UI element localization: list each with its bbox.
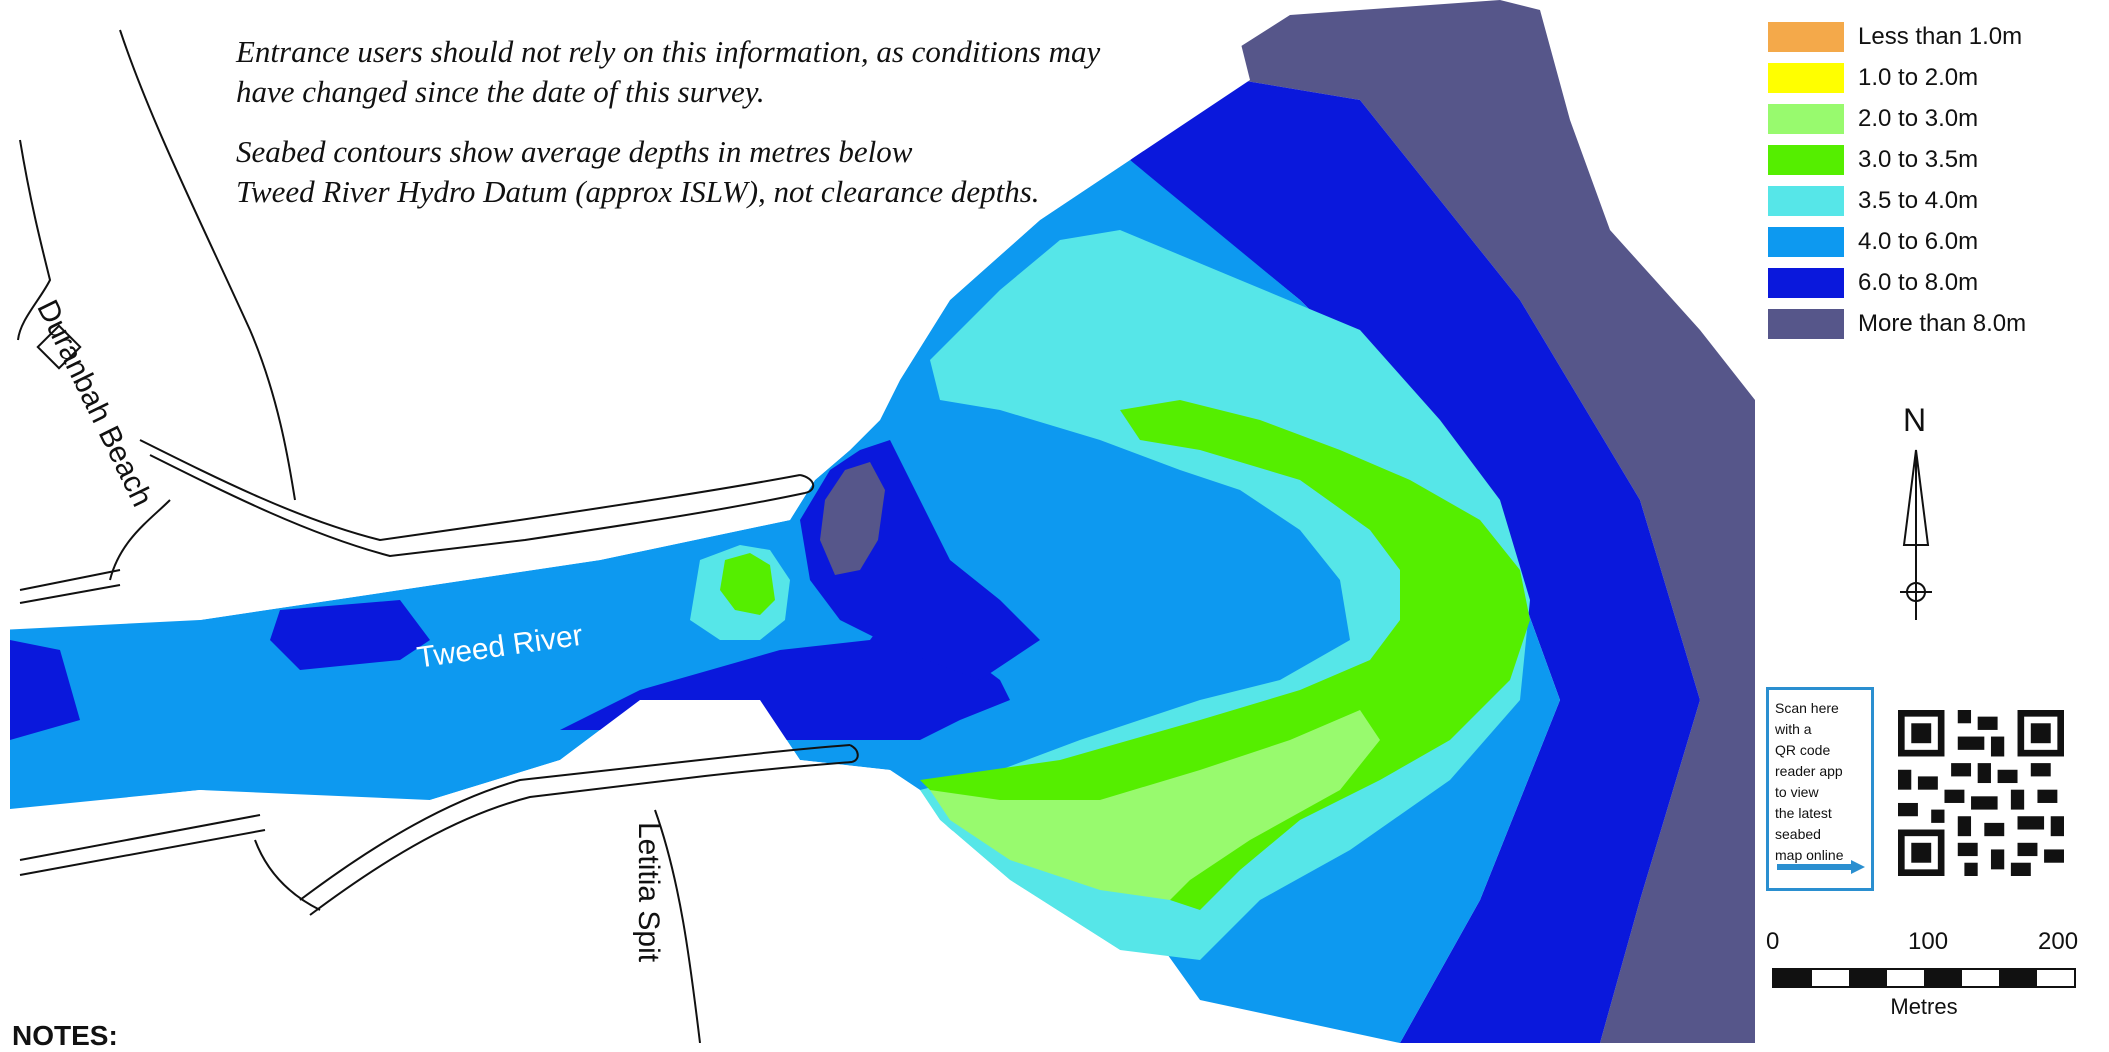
south-shore-land — [0, 700, 1200, 1043]
shoreline — [17, 29, 701, 1043]
depth-band-6-to-8m-river-west — [10, 640, 80, 740]
survey-disclaimer-line-2: have changed since the date of this surv… — [236, 74, 765, 109]
depth-band-3-to-3-5m — [920, 400, 1530, 910]
qr-instructions-line: with a — [1775, 721, 1812, 737]
scale-bar-segments — [1772, 968, 2076, 988]
arrow-right-icon — [1777, 860, 1865, 874]
legend-label: 2.0 to 3.0m — [1858, 104, 1979, 132]
legend-label: More than 8.0m — [1858, 309, 2027, 337]
legend-row: 4.0 to 6.0m — [1768, 221, 2026, 262]
legend-swatch — [1768, 185, 1844, 216]
legend-label: Less than 1.0m — [1858, 22, 2023, 50]
legend-swatch — [1768, 308, 1844, 339]
legend-swatch — [1768, 267, 1844, 298]
legend-row: 2.0 to 3.0m — [1768, 98, 2026, 139]
legend-swatch — [1768, 62, 1844, 93]
legend-row: 3.5 to 4.0m — [1768, 180, 2026, 221]
qr-instructions-line: seabed — [1775, 826, 1821, 842]
depth-band-more-than-8m — [1235, 0, 1755, 1043]
depth-band-2-to-3m — [930, 710, 1380, 900]
datum-note-line-1: Seabed contours show average depths in m… — [236, 134, 913, 169]
depth-band-more-than-8m-inlet — [820, 462, 885, 575]
depth-band-6-to-8m — [1130, 80, 1700, 1043]
depth-legend: Less than 1.0m 1.0 to 2.0m 2.0 to 3.0m 3… — [1768, 16, 2026, 344]
south-breakwater — [19, 744, 859, 916]
scale-units: Metres — [1890, 994, 1958, 1019]
qr-code-icon[interactable] — [1898, 710, 2064, 876]
legend-label: 3.5 to 4.0m — [1858, 186, 1979, 214]
notes-heading: NOTES: — [12, 1020, 118, 1051]
legend-row: More than 8.0m — [1768, 303, 2026, 344]
legend-label: 1.0 to 2.0m — [1858, 63, 1979, 91]
hatched-building — [36, 324, 82, 370]
legend-label: 4.0 to 6.0m — [1858, 227, 1979, 255]
depth-band-3-to-3-5m-inlet — [720, 553, 775, 615]
legend-label: 3.0 to 3.5m — [1858, 145, 1979, 173]
north-breakwater — [19, 439, 815, 604]
qr-instructions-line: map online — [1775, 847, 1844, 863]
place-label-letitia-spit: Letitia Spit — [632, 822, 665, 963]
legend-swatch — [1768, 103, 1844, 134]
legend-label: 6.0 to 8.0m — [1858, 268, 1979, 296]
north-arrow — [1900, 449, 1932, 620]
legend-row: 3.0 to 3.5m — [1768, 139, 2026, 180]
qr-instructions-line: Scan here — [1775, 700, 1839, 716]
scale-tick-label: 100 — [1908, 928, 1949, 955]
qr-instructions-line: the latest — [1775, 805, 1832, 821]
legend-row: 6.0 to 8.0m — [1768, 262, 2026, 303]
survey-disclaimer-line-1: Entrance users should not rely on this i… — [236, 34, 1101, 69]
qr-instructions-line: reader app — [1775, 763, 1843, 779]
qr-instructions-line: to view — [1775, 784, 1819, 800]
legend-swatch — [1768, 144, 1844, 175]
legend-swatch — [1768, 226, 1844, 257]
depth-band-6-to-8m-river-mid — [270, 600, 430, 670]
legend-row: Less than 1.0m — [1768, 16, 2026, 57]
qr-instructions-line: QR code — [1775, 742, 1831, 758]
legend-row: 1.0 to 2.0m — [1768, 57, 2026, 98]
north-shore-land — [0, 0, 1300, 630]
datum-note-line-2: Tweed River Hydro Datum (approx ISLW), n… — [236, 174, 1040, 209]
qr-instructions-box: Scan here with a QR code reader app to v… — [1766, 687, 1874, 891]
scale-tick-label: 0 — [1766, 928, 1780, 955]
legend-swatch — [1768, 21, 1844, 52]
north-label: N — [1903, 402, 1927, 438]
scale-bar: 0 100 200 Metres — [1766, 928, 2079, 1028]
scale-tick-label: 200 — [2038, 928, 2079, 955]
